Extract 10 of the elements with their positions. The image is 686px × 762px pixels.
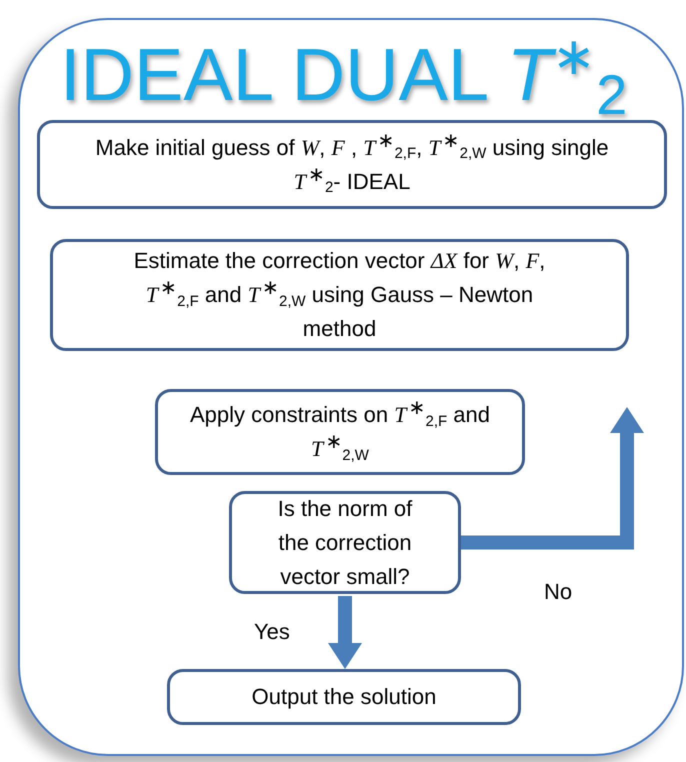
decision-box xyxy=(229,491,461,594)
box-text: Output the solution xyxy=(252,683,436,711)
rounded-panel xyxy=(18,18,684,756)
process-box xyxy=(155,389,525,475)
box-text: Is the norm of the correction vector small? xyxy=(276,494,414,590)
block-arrow xyxy=(328,596,362,669)
process-box xyxy=(37,120,667,209)
process-box xyxy=(167,669,521,725)
process-box xyxy=(50,239,629,351)
block-arrow xyxy=(461,407,644,550)
